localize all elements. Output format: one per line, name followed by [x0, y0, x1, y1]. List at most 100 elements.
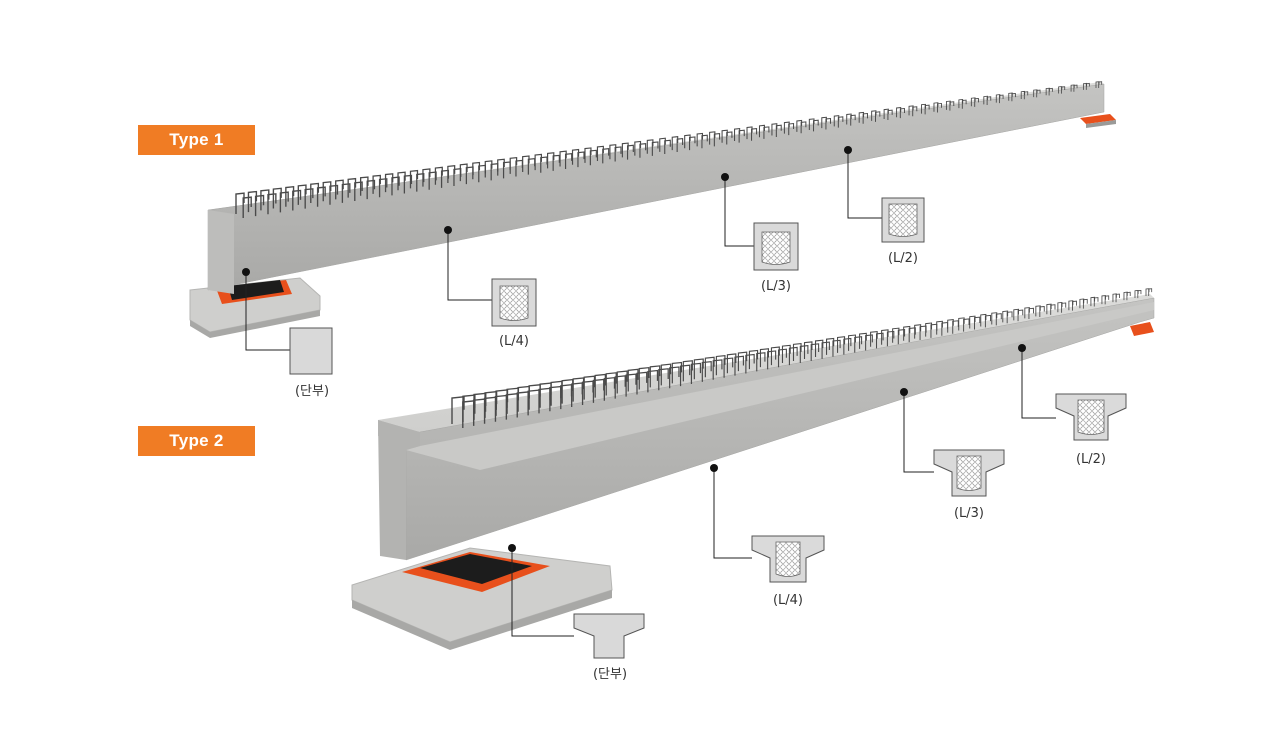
shear-connector: [690, 362, 702, 384]
shear-connector: [634, 140, 642, 156]
shear-connector: [821, 341, 830, 359]
shear-connector: [515, 159, 523, 177]
shear-connector: [1023, 91, 1029, 100]
type1-label-end: (단부): [295, 384, 329, 399]
shear-connector: [625, 373, 637, 397]
shear-connector: [919, 325, 927, 340]
shear-connector: [647, 369, 659, 393]
shear-connector: [658, 368, 669, 391]
shear-connector: [527, 158, 536, 175]
shear-connector: [584, 147, 592, 163]
shear-connector: [961, 99, 967, 109]
shear-connector: [914, 324, 922, 339]
type2-section-l2-icon: [1055, 393, 1127, 441]
shear-connector: [1036, 89, 1041, 98]
shear-connector: [881, 329, 889, 345]
shear-connector: [748, 349, 759, 370]
shear-connector: [603, 376, 616, 401]
type1-label-l3: (L/3): [761, 279, 791, 294]
type2-section-l4-icon: [751, 535, 825, 583]
shear-connector: [986, 96, 992, 105]
type1-section-end-icon: [289, 327, 333, 375]
shear-connector: [814, 339, 824, 357]
shear-connector: [242, 196, 252, 218]
shear-connector: [564, 153, 573, 170]
shear-connector: [775, 124, 782, 137]
shear-connector: [494, 394, 508, 422]
shear-connector: [1002, 310, 1009, 323]
shear-connector: [636, 371, 648, 395]
shear-connector: [451, 396, 465, 424]
shear-connector: [571, 148, 580, 165]
shear-connector: [354, 181, 363, 202]
shear-connector: [886, 330, 895, 347]
shear-connector: [304, 188, 314, 209]
shear-connector: [1085, 82, 1090, 90]
shear-connector: [999, 94, 1004, 104]
shear-connector: [759, 348, 770, 368]
shear-connector: [646, 139, 654, 154]
shear-connector: [862, 112, 868, 124]
shear-connector: [1072, 300, 1077, 311]
shear-connector: [1024, 307, 1030, 319]
shear-connector: [969, 315, 976, 329]
shear-connector: [991, 312, 998, 325]
shear-connector: [292, 189, 302, 211]
type1-section-l2-icon: [881, 197, 925, 243]
shear-connector: [391, 176, 400, 196]
shear-connector: [671, 361, 683, 384]
type1-label-l2: (L/2): [888, 251, 918, 266]
shear-connector: [924, 104, 930, 115]
shear-connector: [908, 327, 916, 343]
shear-connector: [837, 116, 844, 128]
shear-connector: [316, 186, 326, 207]
shear-connector: [1148, 288, 1153, 296]
shear-connector: [1093, 297, 1099, 307]
shear-connector: [984, 314, 992, 328]
shear-connector: [887, 109, 893, 121]
shear-connector: [639, 143, 647, 158]
shear-connector: [832, 339, 841, 357]
shear-connector: [713, 132, 721, 147]
shear-connector: [679, 364, 691, 387]
shear-connector: [843, 337, 852, 355]
shear-connector: [478, 164, 487, 183]
type2-label-l4: (L/4): [773, 593, 803, 608]
shear-connector: [745, 353, 755, 374]
shear-connector: [693, 358, 704, 380]
shear-connector: [770, 346, 780, 366]
shear-connector: [788, 122, 795, 136]
type2-label-l2: (L/2): [1076, 452, 1106, 467]
shear-connector: [859, 332, 867, 349]
shear-connector: [254, 194, 265, 217]
shear-connector: [660, 363, 672, 386]
shear-connector: [930, 323, 938, 338]
shear-connector: [737, 351, 748, 372]
shear-connector: [416, 173, 425, 192]
shear-connector: [490, 163, 499, 181]
type1-label-l4: (L/4): [499, 334, 529, 349]
shear-connector: [1017, 309, 1024, 322]
type1-badge: Type 1: [138, 125, 255, 155]
shear-connector: [756, 352, 766, 372]
shear-connector: [870, 331, 878, 347]
shear-connector: [1061, 302, 1067, 313]
shear-connector: [751, 127, 758, 141]
shear-connector: [614, 146, 622, 162]
shear-connector: [649, 365, 661, 388]
shear-connector: [577, 151, 585, 168]
shear-connector: [428, 171, 437, 190]
shear-connector: [1115, 293, 1120, 303]
shear-connector: [826, 337, 835, 355]
shear-connector: [1082, 298, 1088, 309]
shear-connector: [897, 329, 906, 345]
shear-connector: [602, 148, 610, 164]
shear-connector: [767, 350, 777, 370]
shear-connector: [616, 370, 628, 394]
shear-connector: [267, 193, 277, 215]
shear-connector: [366, 179, 376, 200]
shear-connector: [974, 97, 979, 107]
shear-connector: [738, 129, 745, 143]
shear-connector: [440, 169, 450, 188]
shear-connector: [609, 144, 617, 160]
